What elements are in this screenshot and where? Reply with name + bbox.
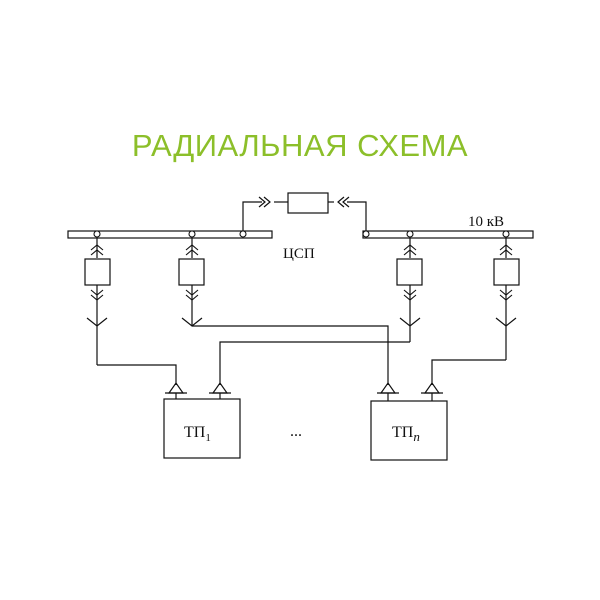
substation-n-box	[370, 400, 448, 461]
substation-n-label: ТПn	[392, 424, 420, 444]
busbar-left	[67, 230, 273, 239]
substation-1-inputs	[165, 381, 231, 399]
distribution-point-label: ЦСП	[283, 246, 315, 262]
page-title: РАДИАЛЬНАЯ СХЕМА	[131, 128, 469, 163]
substation-n-inputs	[377, 381, 443, 401]
ellipsis-label: ...	[290, 423, 302, 440]
voltage-label: 10 кВ	[468, 214, 504, 230]
substation-1-label: ТП1	[184, 424, 211, 444]
feeder-1	[84, 238, 177, 385]
substation-1-box	[163, 398, 241, 459]
bus-coupler	[242, 192, 367, 232]
feeder-4	[431, 238, 520, 385]
feeder-3	[219, 238, 423, 385]
feeder-2	[178, 238, 389, 385]
